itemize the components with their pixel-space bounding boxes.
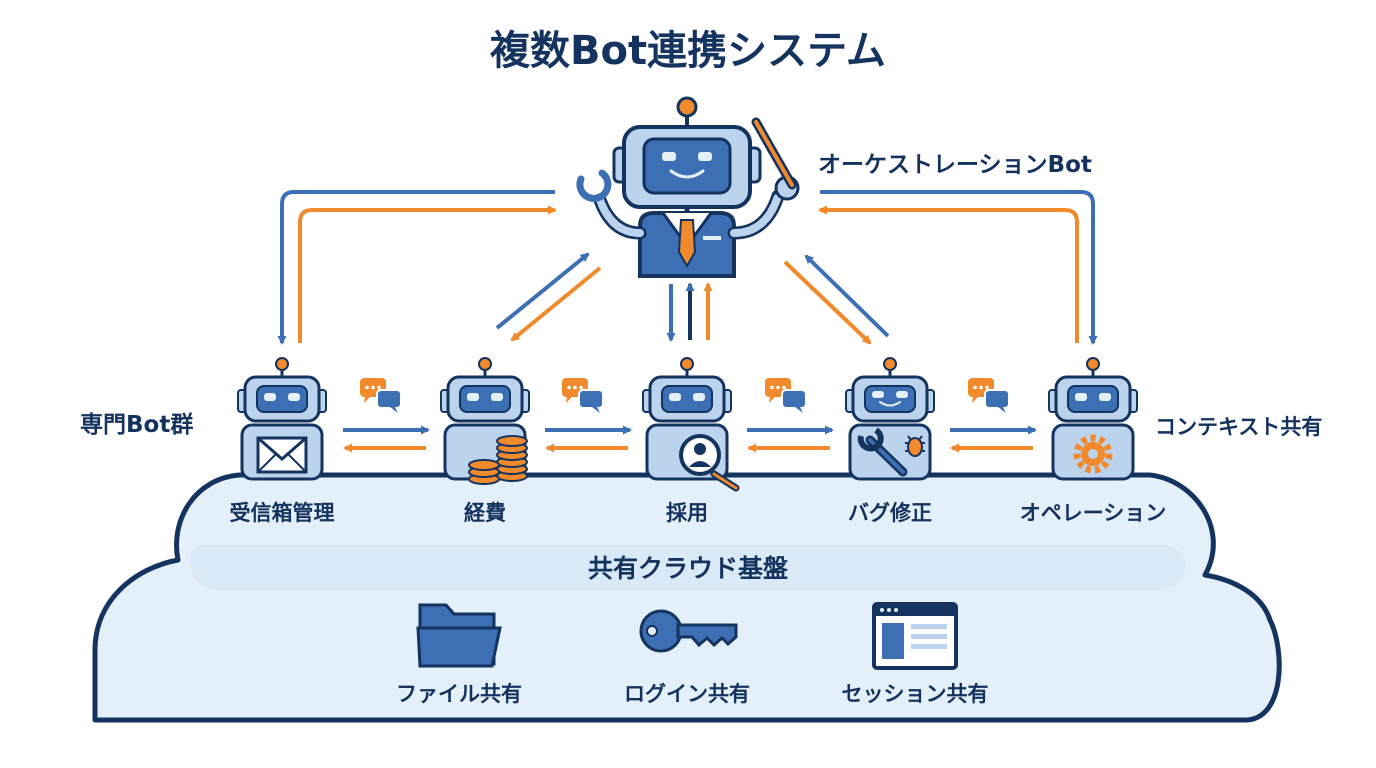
browser-window-icon xyxy=(872,602,958,670)
route-orch-to-operations xyxy=(820,190,1098,345)
diagram-title: 複数Bot連携システム xyxy=(490,28,886,74)
horizontal-links xyxy=(343,425,1037,453)
link-expense-to-orch xyxy=(495,252,590,330)
bot-operations xyxy=(1048,357,1138,481)
bot-recruiting-label: 採用 xyxy=(666,501,708,525)
cloud-title: 共有クラウド基盤 xyxy=(587,554,788,583)
context-sharing-label: コンテキスト共有 xyxy=(1155,415,1323,439)
cloud-inner-band xyxy=(190,545,1186,590)
login-sharing-label: ログイン共有 xyxy=(624,682,750,706)
orchestrator-bot-icon xyxy=(576,96,800,278)
bot-operations-label: オペレーション xyxy=(1019,501,1167,525)
session-sharing-label: セッション共有 xyxy=(841,682,989,706)
link-bugfix-to-orch xyxy=(804,254,890,338)
bot-expense-label: 経費 xyxy=(464,501,506,525)
route-inbox-to-orch xyxy=(298,205,557,343)
route-orch-to-inbox xyxy=(277,190,555,345)
bot-inbox-label: 受信箱管理 xyxy=(229,501,335,525)
orchestrator-label: オーケストレーションBot xyxy=(818,152,1092,178)
folder-icon xyxy=(416,603,502,668)
chat-bubble-icon xyxy=(359,377,402,414)
chat-bubble-icon xyxy=(561,377,604,414)
link-orch-to-expense xyxy=(510,266,602,342)
bot-bugfix-label: バグ修正 xyxy=(848,501,932,525)
gear-icon xyxy=(1073,434,1113,474)
wrench-bug-icon xyxy=(857,427,925,477)
coins-icon xyxy=(468,435,528,485)
route-operations-to-orch xyxy=(818,205,1079,343)
person-search-icon xyxy=(679,434,740,492)
chat-bubble-icon xyxy=(764,377,807,414)
mail-icon xyxy=(256,436,308,474)
link-orch-to-bugfix xyxy=(783,260,872,345)
file-sharing-label: ファイル共有 xyxy=(396,682,522,706)
key-icon xyxy=(639,609,738,653)
specialist-bots-label: 専門Bot群 xyxy=(80,412,194,438)
shared-cloud-shape xyxy=(92,472,1282,723)
chat-bubble-icon xyxy=(967,377,1010,414)
